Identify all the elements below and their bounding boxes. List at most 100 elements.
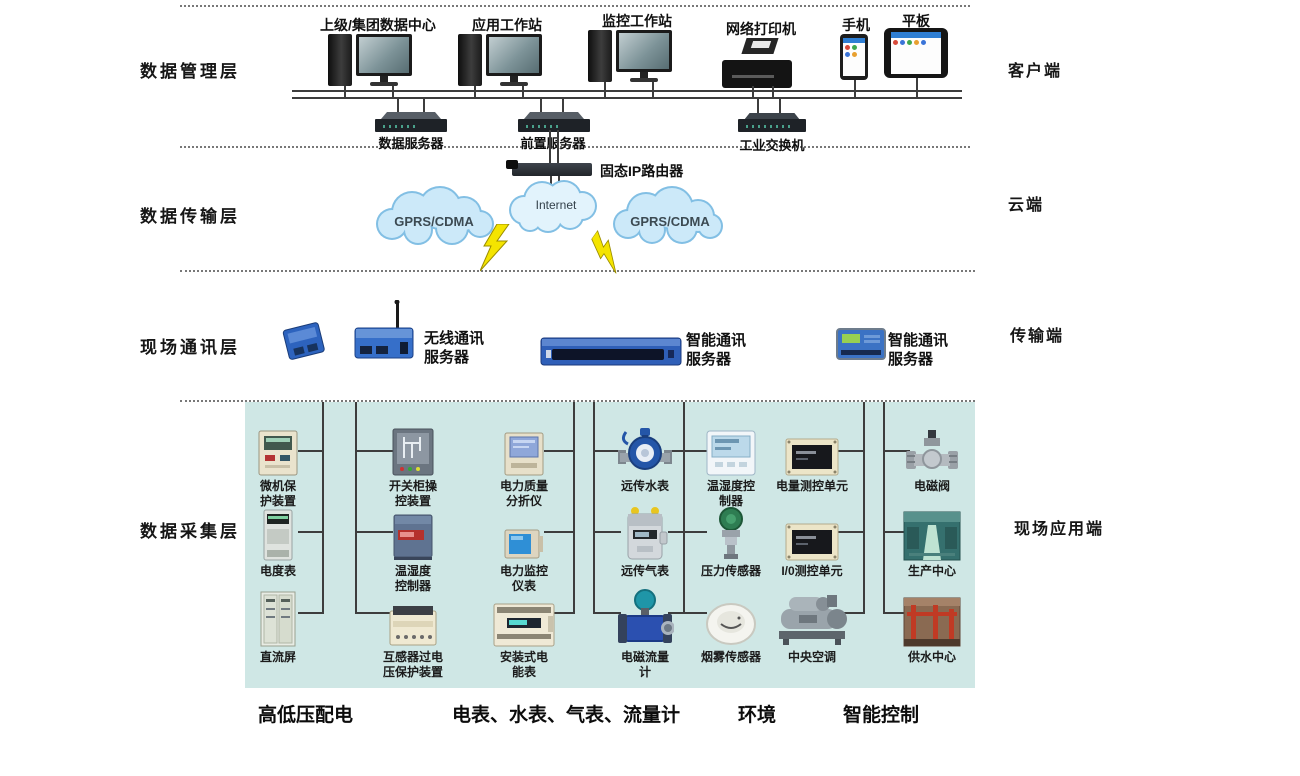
device-label: 压力传感器 [700,564,761,578]
lightning-icon [480,224,510,272]
device-label: 烟雾传感器 [700,650,761,664]
device-smoke-sensor: 烟雾传感器 [689,583,773,665]
wireless-comm-server-label: 无线通讯服务器 [424,330,485,366]
device-label: 电磁阀 [913,479,950,493]
device-power-monitor-meter: 电力监控仪表 [482,503,566,594]
device-connector-line [883,450,910,452]
connector-line [474,86,476,99]
connector-line [779,99,781,114]
device-label: 中央空调 [787,650,836,664]
front-server-icon [518,112,590,132]
device-electromagnetic-flowmeter: 电磁流量计 [603,583,687,680]
connector-line [916,78,918,99]
phone-label: 手机 [842,17,870,33]
acquisition-bus-line [863,402,865,614]
power-quality-analyzer-icon [504,424,544,476]
switchgear-control-icon [392,424,434,476]
device-label: 温湿度控制器 [706,479,755,508]
serial-device-icon [282,322,325,360]
device-connector-line [883,612,910,614]
static-ip-router-icon [506,160,592,176]
central-ac-icon [775,583,849,647]
device-temp-humidity-controller-2: 温湿度控制器 [689,424,773,509]
gprs-cloud-left-label: GPRS/CDMA [394,214,474,229]
layer-separator-3 [180,270,975,272]
production-center-photo [903,503,961,561]
solenoid-valve-icon [904,424,960,476]
layer-label-transmission: 数据传输层 [140,207,240,226]
smart-comm-server-2-label: 智能通讯服务器 [888,332,949,368]
device-temp-humidity-controller-1: 温湿度控制器 [371,503,455,594]
smart-comm-server-2-icon [836,328,886,360]
device-label: 温湿度控制器 [394,564,431,593]
smart-comm-server-icon [540,337,682,366]
device-label: 电磁流量计 [620,650,669,679]
network-bus-line-top [292,90,962,92]
device-connector-line [355,531,393,533]
device-label: 远传水表 [620,479,669,493]
device-connector-line [668,450,683,452]
microcomputer-protection-icon [258,424,298,476]
device-connector-line [683,612,707,614]
connector-line [540,99,542,113]
device-microcomputer-protection: 微机保护装置 [236,424,320,509]
category-label-power-distribution: 高低压配电 [258,705,354,726]
static-ip-router-label: 固态IP路由器 [600,163,684,179]
water-supply-center-photo [903,583,961,647]
device-connector-line [593,450,621,452]
side-label-transport: 传输端 [1010,328,1065,345]
device-solenoid-valve: 电磁阀 [892,424,972,494]
monitor-workstation-computer-icon [588,30,672,82]
layer-label-management: 数据管理层 [140,62,240,81]
category-label-smart-control: 智能控制 [843,705,920,726]
connector-line [752,86,754,99]
device-connector-line [298,531,322,533]
device-label: 直流屏 [259,650,296,664]
connector-line [772,86,774,99]
device-connector-line [593,531,621,533]
temp-humidity-controller-2-icon [706,424,756,476]
acquisition-bus-line [683,402,685,614]
gprs-cloud-right-label: GPRS/CDMA [630,214,710,229]
connector-line [652,82,654,99]
acquisition-panel [245,402,975,688]
device-label: 生产中心 [907,564,956,578]
device-io-mcu: I/0测控单元 [770,503,854,579]
tablet-icon [884,28,948,78]
monitor-workstation-label: 监控工作站 [602,13,672,29]
device-connector-line [544,612,573,614]
connector-line [549,130,551,163]
network-printer-icon [722,38,792,88]
device-pressure-sensor: 压力传感器 [689,503,773,579]
wireless-comm-server-icon [354,300,414,359]
device-transformer-overvoltage-protector: 互感器过电压保护装置 [371,583,455,680]
acquisition-bus-line [593,402,595,614]
device-production-center: 生产中心 [892,503,972,579]
device-connector-line [544,531,573,533]
connector-line [344,86,346,99]
smart-comm-server-label: 智能通讯服务器 [686,332,747,368]
device-connector-line [836,612,863,614]
connector-line [562,99,564,113]
lightning-icon [591,229,617,274]
datacenter-label: 上级/集团数据中心 [320,17,436,33]
layer-separator-1 [180,5,970,7]
smoke-sensor-icon [705,583,757,647]
device-connector-line [836,450,863,452]
device-connector-line [544,450,573,452]
device-connector-line [683,531,707,533]
connector-line [604,82,606,99]
device-label: 微机保护装置 [259,479,296,508]
pressure-sensor-icon [710,503,752,561]
device-electricity-mcu: 电量测控单元 [770,424,854,494]
energy-meter-icon [263,503,293,561]
layer-label-acquisition: 数据采集层 [140,522,240,541]
device-connector-line [298,612,322,614]
category-label-environment: 环境 [738,705,777,726]
remote-water-meter-icon [618,424,672,476]
connector-line [423,99,425,113]
device-power-quality-analyzer: 电力质量分折仪 [482,424,566,509]
acquisition-bus-line [573,402,575,614]
side-label-field-application: 现场应用端 [1014,521,1105,538]
